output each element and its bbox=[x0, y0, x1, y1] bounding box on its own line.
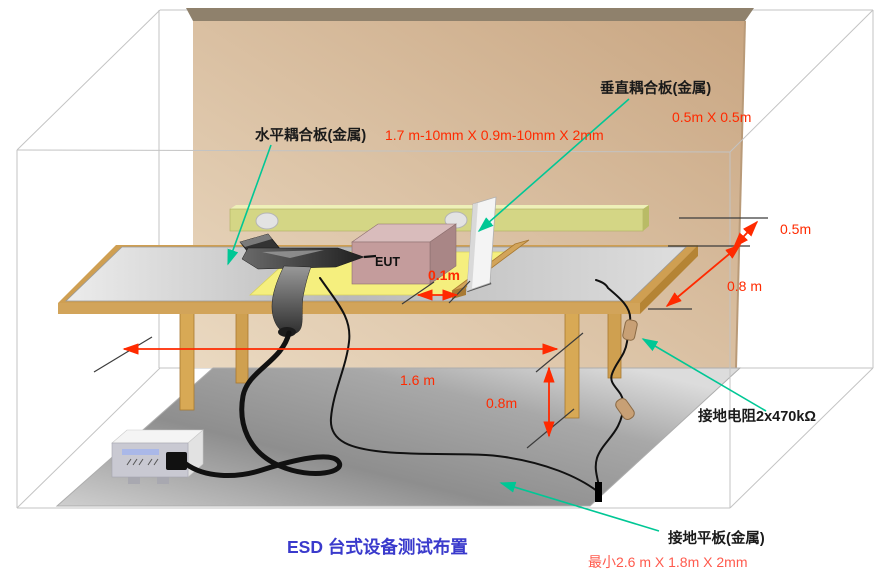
cable-beam bbox=[229, 205, 649, 232]
diagram-title: ESD 台式设备测试布置 bbox=[287, 537, 468, 557]
generator-connector bbox=[166, 452, 187, 470]
esd-generator bbox=[111, 429, 204, 484]
hcp-label: 水平耦合板(金属) bbox=[255, 126, 366, 144]
ground-terminal bbox=[595, 482, 602, 502]
pointer-arrows bbox=[227, 98, 767, 532]
gun-grip bbox=[271, 265, 312, 335]
dim-height-label: 0.8m bbox=[486, 395, 517, 411]
pointer-arrow-hcp bbox=[227, 144, 272, 266]
dim-arrow-upper bbox=[732, 220, 759, 249]
generator-display bbox=[122, 449, 159, 455]
ground-resistor-label: 接地电阻2x470kΩ bbox=[698, 407, 816, 425]
hcp-dims: 1.7 m-10mm X 0.9m-10mm X 2mm bbox=[385, 127, 604, 143]
pointer-arrow-ground-plane bbox=[499, 481, 660, 532]
ground-plane-dims: 最小2.6 m X 1.8m X 2mm bbox=[588, 554, 747, 570]
dimension-arrows bbox=[122, 220, 759, 438]
table-ground-cable bbox=[594, 279, 632, 487]
dim-width-label: 1.6 m bbox=[400, 372, 435, 388]
ground-plane-label: 接地平板(金属) bbox=[668, 529, 765, 547]
eut-box: EUT bbox=[351, 223, 457, 285]
gun-power-cable bbox=[183, 330, 343, 479]
wall-top-edge bbox=[186, 8, 754, 21]
vcp-dims: 0.5m X 0.5m bbox=[672, 109, 751, 125]
pointer-arrow-resistor bbox=[641, 338, 767, 412]
dim-vcp-gap-label: 0.1m bbox=[428, 267, 460, 283]
resistor-top bbox=[622, 319, 638, 341]
dim-arrow-lower bbox=[665, 243, 742, 308]
insulator-left bbox=[255, 212, 279, 230]
room-wireframe-front bbox=[16, 9, 874, 509]
eut-label: EUT bbox=[375, 255, 400, 269]
dim-lower-label: 0.8 m bbox=[727, 278, 762, 294]
resistor-bottom bbox=[615, 398, 635, 420]
dim-upper-label: 0.5m bbox=[780, 221, 811, 237]
room-wireframe-right bbox=[729, 10, 874, 509]
gun-ground-cable bbox=[319, 277, 598, 492]
vcp-label: 垂直耦合板(金属) bbox=[600, 79, 711, 97]
pointer-arrow-vcp bbox=[477, 98, 630, 233]
esd-gun bbox=[239, 233, 377, 337]
